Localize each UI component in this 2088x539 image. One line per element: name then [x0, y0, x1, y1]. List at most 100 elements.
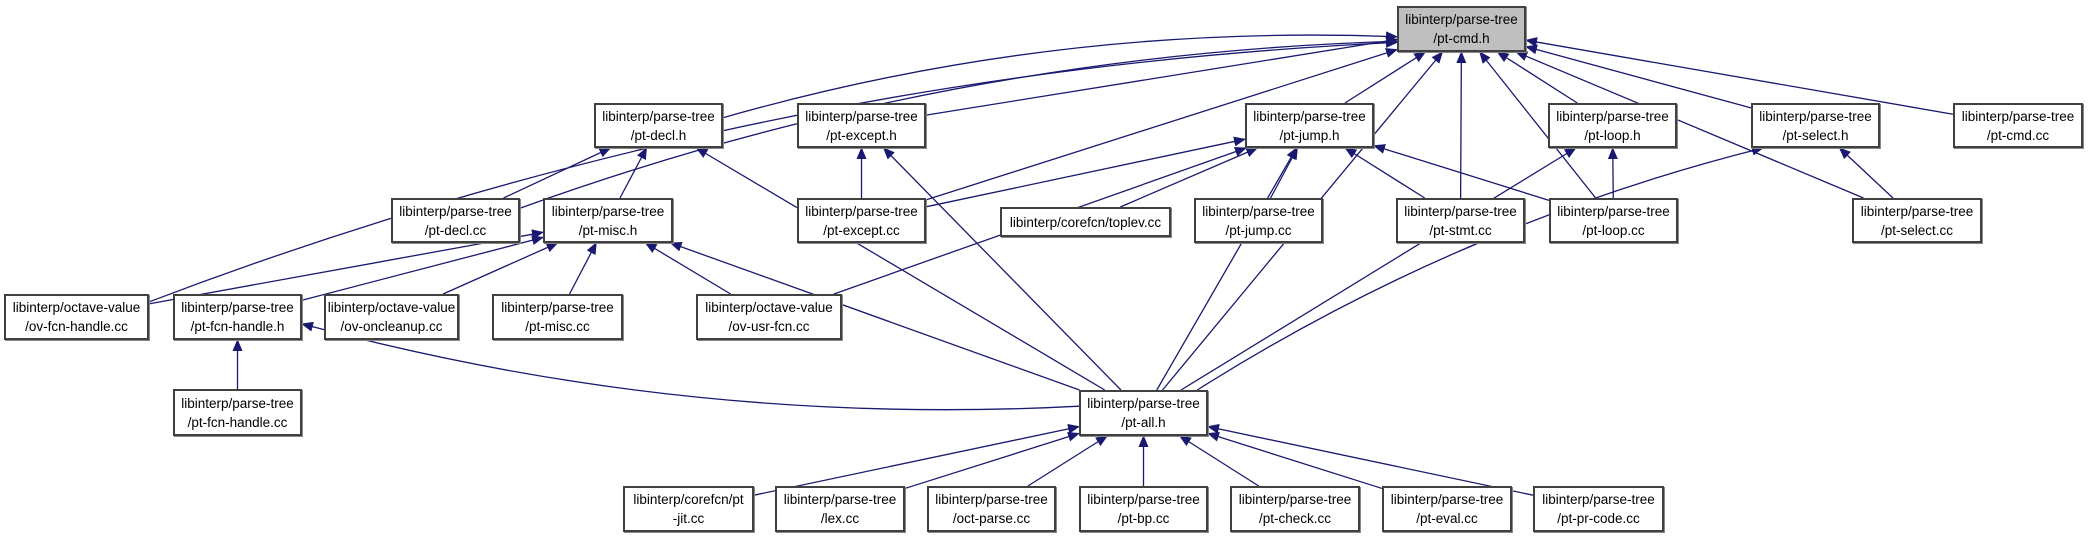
edge-pt-loop-h-to-pt-cmd-h: [1496, 51, 1578, 104]
node-label-line: /pt-decl.cc: [424, 222, 487, 238]
edge-pt-all-h-to-pt-loop-h: [1180, 147, 1577, 391]
node-label-line: /pt-decl.h: [630, 127, 687, 143]
node-ov-fcn-handle-cc[interactable]: libinterp/octave-value/ov-fcn-handle.cc: [4, 294, 149, 340]
edge-pt-except-cc-to-pt-cmd-h: [925, 48, 1398, 201]
node-label-line: /pt-loop.cc: [1582, 222, 1645, 238]
node-label-line: libinterp/octave-value: [12, 300, 141, 315]
node-label-line: /pt-check.cc: [1258, 511, 1332, 526]
node-lex-cc[interactable]: libinterp/parse-tree/lex.cc: [775, 486, 905, 532]
node-label-line: libinterp/parse-tree: [1557, 203, 1670, 219]
node-pt-select-h[interactable]: libinterp/parse-tree/pt-select.h: [1751, 103, 1880, 148]
node-pt-fcn-handle-h[interactable]: libinterp/parse-tree/pt-fcn-handle.h: [173, 294, 302, 340]
edge-pt-all-h-to-pt-fcn-handle-h: [301, 321, 1080, 411]
node-label-line: /pt-misc.h: [578, 222, 638, 238]
edge-pt-decl-h-to-pt-cmd-h: [722, 31, 1398, 119]
node-ov-usr-fcn-cc[interactable]: libinterp/octave-value/ov-usr-fcn.cc: [696, 294, 842, 340]
node-label-line: libinterp/parse-tree: [805, 203, 918, 219]
node-label-line: /pt-except.h: [826, 127, 897, 143]
node-label-line: /pt-fcn-handle.cc: [187, 414, 288, 430]
edge-pt-loop-cc-to-pt-jump-h: [1373, 144, 1550, 201]
edge-toplev-cc-to-pt-jump-h: [1120, 147, 1259, 208]
node-label-line: libinterp/parse-tree: [1759, 108, 1872, 124]
edge-pt-except-h-to-pt-cmd-h: [925, 36, 1398, 116]
node-pt-pr-code-cc[interactable]: libinterp/parse-tree/pt-pr-code.cc: [1533, 486, 1664, 532]
node-label-line: /pt-all.h: [1121, 415, 1166, 430]
node-label-line: libinterp/parse-tree: [1404, 203, 1517, 219]
node-label-line: libinterp/octave-value: [705, 300, 833, 315]
node-pt-cmd-cc[interactable]: libinterp/parse-tree/pt-cmd.cc: [1953, 103, 2083, 148]
node-pt-jump-cc[interactable]: libinterp/parse-tree/pt-jump.cc: [1194, 198, 1323, 243]
node-pt-jit-cc[interactable]: libinterp/corefcn/pt -jit.cc: [623, 486, 754, 532]
edge-pt-cmd-cc-to-pt-cmd-h: [1525, 37, 1954, 115]
node-label-line: libinterp/corefcn/toplev.cc: [1009, 214, 1162, 230]
node-label-line: libinterp/parse-tree: [805, 108, 918, 124]
edge-pt-select-h-to-pt-cmd-h: [1525, 44, 1752, 109]
node-pt-select-cc[interactable]: libinterp/parse-tree/pt-select.cc: [1852, 198, 1982, 243]
edge-pt-check-cc-to-pt-all-h: [1178, 435, 1260, 487]
edge-ov-usr-fcn-cc-to-pt-misc-h: [644, 242, 731, 295]
node-toplev-cc[interactable]: libinterp/corefcn/toplev.cc: [1000, 207, 1171, 237]
node-label-line: libinterp/parse-tree: [1860, 203, 1974, 219]
node-pt-misc-cc[interactable]: libinterp/parse-tree/pt-misc.cc: [492, 294, 623, 340]
edge-ov-oncleanup-cc-to-pt-misc-h: [442, 242, 559, 295]
node-label-line: /pt-jump.cc: [1225, 222, 1292, 238]
edge-pt-jump-cc-to-pt-jump-h: [1270, 147, 1298, 199]
node-pt-except-cc[interactable]: libinterp/parse-tree/pt-except.cc: [797, 198, 926, 243]
node-label-line: libinterp/parse-tree: [1202, 203, 1315, 219]
node-label-line: libinterp/parse-tree: [1087, 492, 1200, 507]
edge-pt-select-cc-to-pt-cmd-h: [1515, 51, 1864, 199]
edge-pt-jump-h-to-pt-cmd-h: [1344, 51, 1427, 104]
node-pt-cmd-h[interactable]: libinterp/parse-tree/pt-cmd.h: [1397, 6, 1526, 52]
edge-pt-decl-cc-to-pt-decl-h: [503, 147, 612, 199]
edge-pt-fcn-handle-h-to-pt-misc-h: [301, 235, 544, 301]
node-pt-except-h[interactable]: libinterp/parse-tree/pt-except.h: [797, 103, 926, 148]
node-label-line: libinterp/parse-tree: [501, 300, 614, 315]
node-pt-check-cc[interactable]: libinterp/parse-tree/pt-check.cc: [1230, 486, 1360, 532]
node-label-line: libinterp/parse-tree: [1390, 492, 1504, 507]
node-pt-loop-h[interactable]: libinterp/parse-tree/pt-loop.h: [1548, 103, 1677, 148]
edge-pt-select-cc-to-pt-select-h: [1838, 147, 1894, 199]
edge-pt-loop-cc-to-pt-cmd-h: [1479, 51, 1597, 199]
node-label-line: /pt-cmd.h: [1433, 31, 1490, 46]
node-label-line: /pt-except.cc: [823, 222, 900, 238]
node-pt-bp-cc[interactable]: libinterp/parse-tree/pt-bp.cc: [1079, 486, 1208, 532]
node-label-line: /pt-fcn-handle.h: [190, 319, 285, 334]
node-label-line: /pt-select.cc: [1880, 222, 1954, 238]
node-label-line: libinterp/parse-tree: [783, 492, 897, 507]
node-oct-parse-cc[interactable]: libinterp/parse-tree/oct-parse.cc: [927, 486, 1056, 532]
node-pt-jump-h[interactable]: libinterp/parse-tree/pt-jump.h: [1245, 103, 1374, 148]
node-label-line: libinterp/parse-tree: [1542, 492, 1655, 507]
node-label-line: libinterp/corefcn/pt: [633, 492, 744, 507]
node-pt-stmt-cc[interactable]: libinterp/parse-tree/pt-stmt.cc: [1396, 198, 1525, 243]
node-ov-oncleanup-cc[interactable]: libinterp/octave-value/ov-oncleanup.cc: [324, 294, 459, 340]
edge-pt-eval-cc-to-pt-all-h: [1207, 431, 1383, 490]
node-pt-loop-cc[interactable]: libinterp/parse-tree/pt-loop.cc: [1549, 198, 1678, 243]
node-label-line: /pt-jump.h: [1279, 127, 1340, 143]
node-pt-decl-cc[interactable]: libinterp/parse-tree/pt-decl.cc: [391, 198, 520, 243]
edge-pt-stmt-cc-to-pt-jump-h: [1344, 147, 1426, 199]
node-label-line: /pt-pr-code.cc: [1557, 511, 1640, 526]
node-pt-fcn-handle-cc[interactable]: libinterp/parse-tree/pt-fcn-handle.cc: [173, 389, 302, 436]
edge-pt-all-h-to-pt-jump-h: [1156, 147, 1298, 391]
node-label-line: libinterp/parse-tree: [1238, 492, 1352, 507]
node-pt-misc-h[interactable]: libinterp/parse-tree/pt-misc.h: [543, 198, 673, 243]
node-label-line: /pt-misc.cc: [525, 319, 590, 334]
node-pt-all-h[interactable]: libinterp/parse-tree/pt-all.h: [1079, 390, 1208, 436]
node-label-line: /ov-fcn-handle.cc: [25, 319, 128, 334]
edge-pt-decl-cc-to-pt-cmd-h: [519, 36, 1398, 209]
node-pt-eval-cc[interactable]: libinterp/parse-tree/pt-eval.cc: [1382, 486, 1512, 532]
node-label-line: /ov-oncleanup.cc: [340, 319, 443, 334]
node-label-line: libinterp/parse-tree: [181, 395, 294, 411]
node-label-line: -jit.cc: [672, 511, 705, 526]
node-label-line: /ov-usr-fcn.cc: [728, 319, 810, 334]
edge-pt-except-cc-to-pt-jump-h: [925, 136, 1246, 208]
node-label-line: libinterp/parse-tree: [181, 300, 294, 315]
node-pt-decl-h[interactable]: libinterp/parse-tree/pt-decl.h: [594, 103, 723, 148]
edge-pt-all-h-to-pt-decl-h: [695, 147, 1106, 391]
edge-lex-cc-to-pt-all-h: [904, 431, 1080, 490]
node-label-line: libinterp/parse-tree: [1961, 108, 2075, 124]
node-label-line: libinterp/parse-tree: [399, 203, 512, 219]
edge-pt-all-h-to-pt-except-h: [882, 147, 1122, 391]
